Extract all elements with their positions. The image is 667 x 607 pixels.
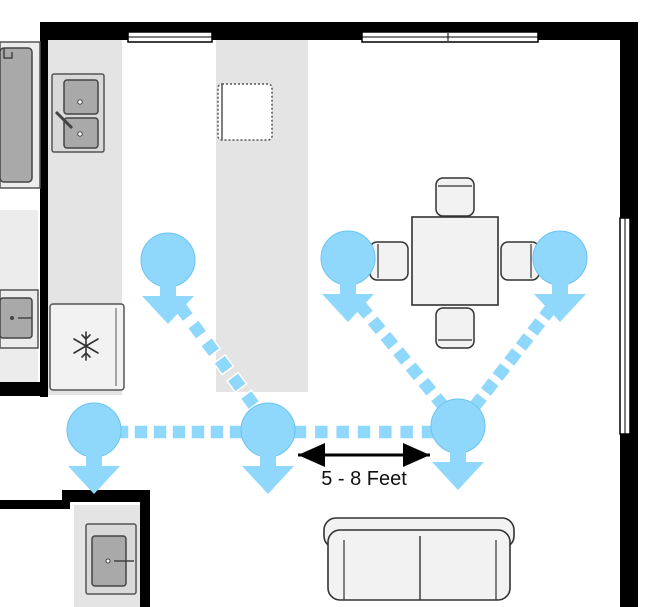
- path-segment: [391, 345, 413, 367]
- location-pin-arrow-icon: [320, 230, 376, 322]
- snowflake-icon: [73, 331, 99, 361]
- location-pin-arrow-icon: [240, 402, 296, 494]
- dining-set: [369, 177, 540, 349]
- path-segment: [403, 360, 426, 383]
- refrigerator: [49, 303, 125, 391]
- bottom-sink: [85, 523, 137, 595]
- path-segment: [378, 329, 401, 352]
- location-pin-arrow-icon: [532, 230, 588, 322]
- chair-top: [435, 177, 475, 217]
- path-segment: [212, 353, 235, 376]
- chair-left: [369, 241, 409, 281]
- path-segment: [209, 424, 225, 440]
- path-segment: [416, 375, 439, 398]
- path-segment: [502, 346, 524, 368]
- left-counter: [0, 41, 41, 382]
- path-segment: [398, 424, 415, 440]
- traffic-markers: [66, 230, 588, 494]
- path-segment: [478, 376, 501, 398]
- path-segment: [365, 314, 388, 337]
- location-pin-arrow-icon: [430, 398, 486, 490]
- path-segment: [313, 424, 330, 440]
- dining-table: [411, 216, 499, 306]
- dimension-label: 5 - 8 Feet: [321, 468, 407, 490]
- path-segment: [190, 424, 206, 440]
- dimension-indicator: 5 - 8 Feet: [298, 443, 430, 490]
- path-segment: [186, 318, 209, 341]
- path-segment: [133, 424, 149, 440]
- path-segment: [171, 424, 187, 440]
- sofa: [323, 517, 515, 601]
- path-segment: [239, 389, 261, 411]
- path-segment: [525, 316, 548, 338]
- path-segment: [225, 371, 248, 394]
- path-segment: [513, 331, 536, 353]
- location-pin-arrow-icon: [140, 232, 196, 324]
- top-windows: [127, 31, 539, 43]
- path-segment: [334, 424, 351, 440]
- path-segment: [152, 424, 168, 440]
- dishwasher: [217, 83, 273, 141]
- path-segment: [199, 336, 222, 359]
- right-window: [619, 217, 631, 435]
- traffic-paths: [114, 299, 559, 440]
- location-pin-arrow-icon: [66, 402, 122, 494]
- double-sink: [51, 73, 105, 153]
- chair-bottom: [435, 307, 475, 349]
- path-segment: [356, 424, 372, 440]
- path-segment: [377, 424, 394, 440]
- path-segment: [490, 361, 513, 383]
